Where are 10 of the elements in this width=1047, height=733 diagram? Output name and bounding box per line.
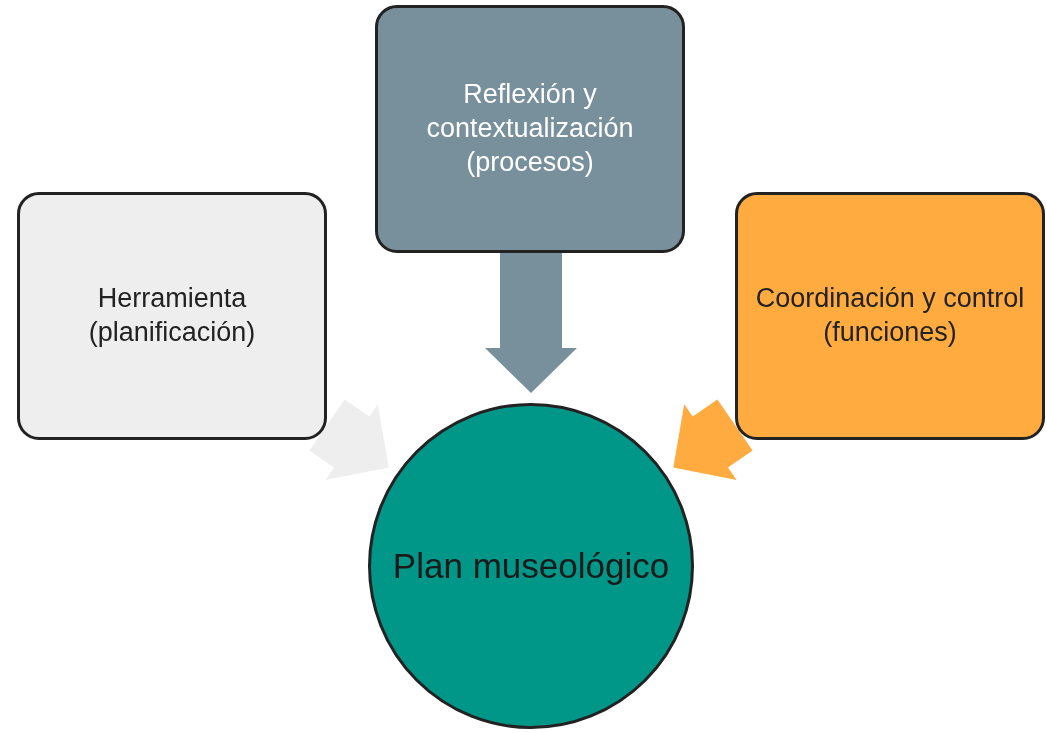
block-arrow <box>485 253 577 393</box>
block-arrow <box>309 399 389 480</box>
node-label: Herramienta (planificación) <box>87 282 257 349</box>
process-box <box>17 192 327 440</box>
process-box <box>735 192 1045 440</box>
block-arrow <box>673 399 753 480</box>
node-label: Plan museológico <box>392 545 670 588</box>
process-box <box>375 5 685 253</box>
node-label: Coordinación y control (funciones) <box>754 282 1026 349</box>
node-label: Reflexión y contextualización (procesos) <box>425 78 635 179</box>
